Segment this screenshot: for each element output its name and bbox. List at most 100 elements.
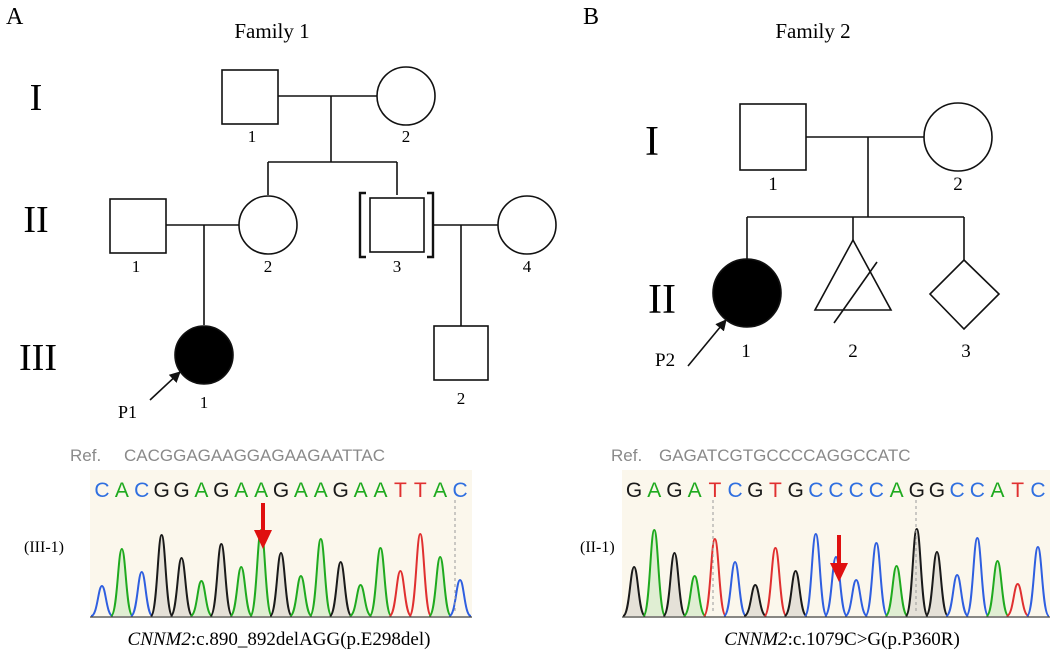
called-base-15: A: [373, 479, 387, 502]
variant-gene-b: CNNM2: [724, 629, 788, 650]
trace-peak-14: [884, 564, 909, 617]
id-II-3-b: 3: [961, 341, 971, 362]
female-II-4: [497, 195, 557, 255]
trace-peak-4: [149, 533, 174, 617]
deceased-slash-II-2-b: [833, 261, 878, 324]
called-base-5: T: [708, 479, 721, 502]
variant-caption-a: CNNM2:c.890_892delAGG(p.E298del): [128, 629, 431, 650]
affected-female-II-1-b: [712, 258, 782, 328]
panel-letter-a: A: [6, 4, 24, 30]
called-base-12: C: [849, 479, 864, 502]
called-base-11: C: [828, 479, 843, 502]
chromatogram-a-bg: [90, 470, 472, 618]
id-II-2: 2: [264, 257, 273, 276]
called-base-6: A: [194, 479, 208, 502]
generation-label-I-b: I: [645, 119, 659, 165]
called-base-16: G: [929, 479, 945, 502]
ref-label-b: Ref.: [611, 446, 642, 465]
variant-arrow-b: [830, 535, 848, 582]
called-base-7: G: [747, 479, 763, 502]
male-I-1-b: [739, 103, 807, 171]
called-base-7: G: [213, 479, 229, 502]
id-II-1-b: 1: [741, 341, 751, 362]
adoption-bracket-left: [358, 191, 366, 259]
called-base-14: A: [354, 479, 368, 502]
called-base-19: C: [452, 479, 467, 502]
called-base-14: A: [890, 479, 904, 502]
variant-arrow-a: [254, 503, 272, 549]
trace-peak-1: [622, 565, 647, 617]
called-base-3: G: [666, 479, 682, 502]
called-base-9: G: [787, 479, 803, 502]
trace-peak-20: [1006, 582, 1030, 617]
trace-peak-10: [803, 532, 828, 617]
trace-peak-12: [844, 578, 868, 617]
proband-arrow-p2: [687, 319, 727, 367]
trace-peak-17: [408, 532, 433, 617]
affected-female-III-1: [174, 325, 234, 385]
trace-peak-14: [349, 583, 373, 617]
trace-peak-2: [642, 528, 667, 617]
proband-label-p1: P1: [118, 402, 137, 422]
called-base-1: C: [94, 479, 109, 502]
panel-a: A Family 1 I II III 1 2 1 2 3 4 1 2: [6, 4, 557, 650]
sample-label-b: (II-1): [580, 539, 615, 556]
called-base-9: A: [254, 479, 268, 502]
male-III-2: [433, 325, 489, 381]
trace-peak-18: [965, 536, 990, 617]
trace-peak-1: [90, 584, 114, 617]
ref-sequence-a: CACGGAGAAGGAGAAGAATTAC: [124, 446, 385, 465]
id-III-2: 2: [457, 389, 466, 408]
called-base-3: C: [134, 479, 149, 502]
called-base-21: C: [1030, 479, 1045, 502]
called-base-2: A: [647, 479, 661, 502]
trace-peak-3: [662, 551, 687, 617]
variant-text-b: :c.1079C>G(p.P360R): [788, 629, 960, 650]
called-base-10: G: [273, 479, 289, 502]
proband-arrow-p1: [149, 371, 181, 401]
trace-peak-6: [722, 560, 748, 617]
called-base-8: A: [234, 479, 248, 502]
called-base-17: T: [414, 479, 427, 502]
called-base-12: A: [314, 479, 328, 502]
trace-peak-17: [945, 573, 970, 617]
variant-gene-a: CNNM2: [128, 629, 192, 650]
family-1-title: Family 1: [234, 19, 309, 43]
trace-peak-15: [368, 546, 393, 617]
called-base-13: G: [333, 479, 349, 502]
trace-peak-8: [229, 565, 254, 617]
generation-label-II-b: II: [648, 277, 676, 323]
generation-label-II: II: [23, 199, 48, 241]
variant-caption-b: CNNM2:c.1079C>G(p.P360R): [724, 629, 960, 650]
trace-peak-9: [783, 569, 808, 617]
called-base-2: A: [115, 479, 129, 502]
trace-peak-5: [702, 537, 727, 617]
trace-peak-13: [864, 541, 889, 617]
called-base-1: G: [626, 479, 642, 502]
trace-peak-2: [109, 547, 134, 617]
panel-letter-b: B: [583, 4, 599, 30]
trace-peak-7: [209, 542, 234, 617]
generation-label-I: I: [30, 77, 43, 119]
called-base-19: A: [991, 479, 1005, 502]
trace-peak-7: [743, 583, 767, 617]
trace-peak-11: [288, 574, 313, 617]
called-base-16: T: [394, 479, 407, 502]
female-I-2: [376, 66, 436, 126]
trace-peak-16: [388, 569, 413, 617]
trace-peak-12: [308, 537, 333, 617]
trace-peak-5: [169, 556, 194, 617]
proband-label-p2: P2: [655, 350, 675, 371]
id-III-1: 1: [200, 393, 209, 412]
male-II-3: [369, 197, 425, 253]
called-base-18: C: [970, 479, 985, 502]
chromatogram-trace-b: [622, 527, 1050, 617]
called-base-13: C: [869, 479, 884, 502]
called-base-15: G: [909, 479, 925, 502]
called-base-6: C: [727, 479, 742, 502]
called-base-20: T: [1011, 479, 1024, 502]
trace-peak-11: [823, 555, 849, 617]
id-II-2-b: 2: [848, 341, 858, 362]
